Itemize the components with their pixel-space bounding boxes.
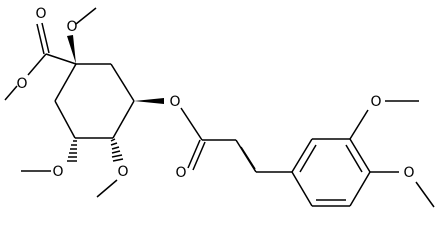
- methyl-ester-group: O O: [4, 6, 77, 101]
- bond-c5-c6: [54, 100, 76, 139]
- bond-para-o-to-methyl: [415, 181, 435, 208]
- c1-methoxy-o-label: O: [66, 19, 77, 35]
- bond-ar6-ar1: [291, 171, 313, 207]
- aryl-meta-methoxy-group: O: [349, 94, 419, 140]
- cinnamoyl-carbonyl-o-label: O: [175, 165, 186, 181]
- c4-methoxy-group: O: [96, 138, 129, 198]
- chemical-structure: O O O O O: [4, 6, 435, 208]
- aryl-meta-methoxy-o-label: O: [370, 94, 381, 110]
- bond-carbonyl-double-b: [41, 22, 50, 54]
- bond-c6-c1: [54, 63, 77, 102]
- wedge-c1-methoxy: [67, 35, 76, 64]
- bond-ar3-to-meta-o: [349, 109, 369, 140]
- structure-canvas: O O O O O: [4, 6, 435, 208]
- bond-carbonyl-double-a: [36, 23, 45, 55]
- c1-methoxy-group: O: [66, 7, 97, 64]
- bond-c2-c3: [110, 63, 135, 102]
- aryl-para-methoxy-group: O: [370, 165, 435, 208]
- bond-c4-methoxy-methyl: [96, 179, 118, 198]
- bond-ar3-ar4: [349, 138, 371, 173]
- aryl-ring: [291, 138, 371, 207]
- bond-c3-c4: [112, 100, 135, 139]
- bond-ester-carbon-to-c1: [45, 53, 77, 65]
- cinnamoyl-ester-o-label: O: [169, 94, 180, 110]
- cinnamoyl-ester-group: O O: [134, 94, 292, 181]
- ester-carbonyl-o-label: O: [35, 6, 46, 22]
- c5-methoxy-o-label: O: [52, 164, 63, 180]
- bond-carbonyl-double-c-a: [187, 139, 201, 169]
- wedge-c3-oxygen: [134, 98, 164, 104]
- bond-alkene-inner: [240, 146, 256, 170]
- bond-aromatic-inner-a: [299, 144, 317, 173]
- cyclohexane-ring: [54, 63, 135, 139]
- bond-c1-methoxy-methyl: [75, 7, 97, 25]
- bond-o-to-carbonyl-carbon: [180, 107, 203, 141]
- hashed-wedge-c5-methoxy: [67, 140, 77, 162]
- c4-methoxy-o-label: O: [117, 164, 128, 180]
- bond-aromatic-inner-b: [345, 144, 363, 173]
- bond-ester-o-to-methyl: [4, 85, 18, 101]
- bond-ar4-ar5: [349, 171, 371, 207]
- hashed-wedge-c4-methoxy: [110, 138, 124, 162]
- bond-ar1-ar2: [291, 138, 313, 173]
- bond-carbonyl-double-c-b: [192, 141, 206, 171]
- c5-methoxy-group: O: [21, 140, 77, 180]
- aryl-para-methoxy-o-label: O: [403, 165, 414, 181]
- bond-ester-carbon-to-o: [27, 53, 47, 76]
- ester-single-o-label: O: [16, 76, 27, 92]
